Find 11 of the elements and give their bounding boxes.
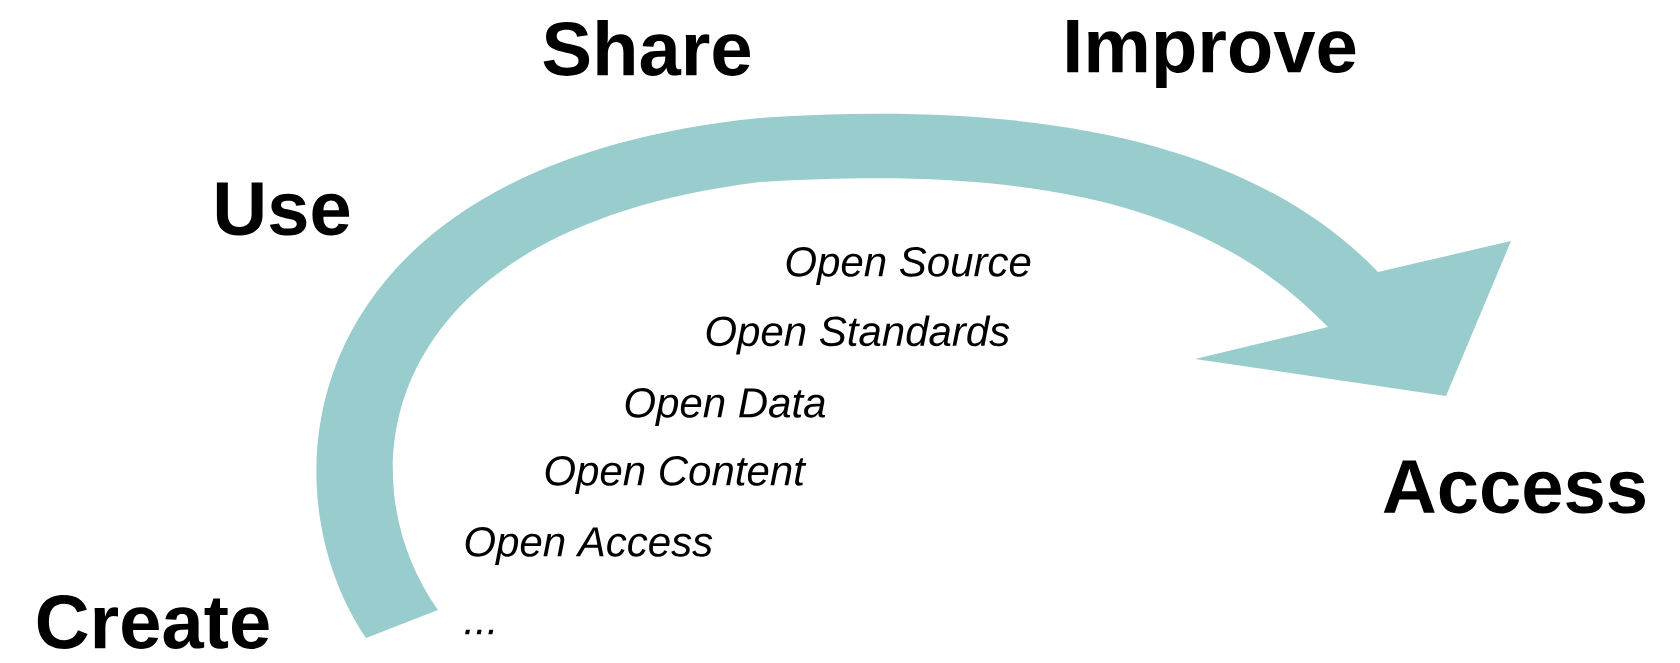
stage-label: Improve — [1067, 19, 1356, 89]
list-item: Open Standards — [706, 315, 1010, 355]
stage-label: Create — [37, 595, 269, 649]
list-item: ... — [465, 629, 494, 635]
list-item: Open Access — [465, 526, 713, 565]
list-item: Open Content — [545, 455, 807, 494]
list-item: Open Source — [786, 246, 1031, 285]
list-item: Open Data — [625, 387, 826, 426]
stage-label: Use — [216, 182, 350, 236]
stage-label: Access — [1383, 460, 1645, 514]
stage-label: Share — [543, 20, 751, 76]
